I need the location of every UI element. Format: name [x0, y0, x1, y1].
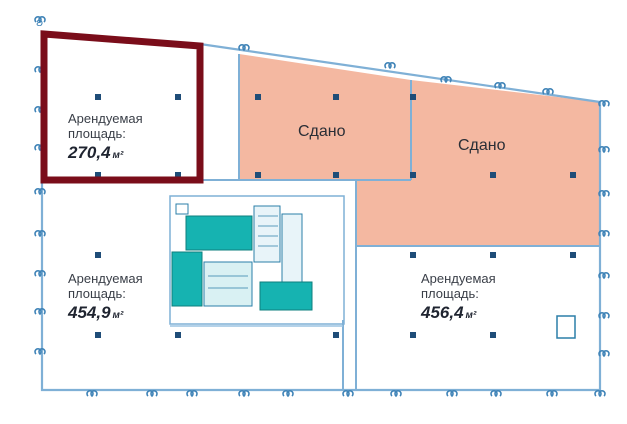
building-core — [169, 195, 345, 325]
window-mark-icon — [598, 146, 610, 154]
window-mark-icon — [34, 348, 46, 356]
unit-e-status: Сдано — [458, 137, 506, 154]
window-mark-icon — [342, 390, 354, 398]
unit-c-unit: м² — [465, 310, 477, 321]
window-mark-icon — [598, 350, 610, 358]
window-mark-icon — [494, 82, 506, 90]
unit-b-title-line1: Арендуемая — [68, 271, 143, 286]
window-mark-icon — [390, 390, 402, 398]
unit-c-title-line1: Арендуемая — [421, 271, 496, 286]
window-mark-icon — [598, 100, 610, 108]
window-mark-icon — [598, 312, 610, 320]
window-mark-icon — [34, 16, 46, 24]
selected-unit-outline[interactable] — [40, 30, 204, 184]
window-mark-icon — [34, 308, 46, 316]
unit-a-title-line2: площадь: — [68, 126, 126, 141]
unit-b-unit: м² — [112, 310, 124, 321]
window-mark-icon — [440, 76, 452, 84]
rented-unit-left[interactable] — [239, 54, 411, 180]
unit-a-unit: м² — [112, 150, 124, 161]
window-mark-icon — [238, 44, 250, 52]
fixture-box — [556, 315, 576, 339]
unit-a-area: 270,4 — [68, 143, 111, 162]
unit-d-status: Сдано — [298, 123, 346, 140]
window-mark-icon — [446, 390, 458, 398]
window-mark-icon — [34, 188, 46, 196]
rented-unit-right[interactable] — [356, 80, 600, 246]
window-mark-icon — [594, 390, 606, 398]
window-mark-icon — [490, 390, 502, 398]
unit-b-title-line2: площадь: — [68, 286, 126, 301]
unit-c-title-line2: площадь: — [421, 286, 479, 301]
window-mark-icon — [34, 270, 46, 278]
unit-c-area: 456,4 — [421, 303, 464, 322]
window-mark-icon — [598, 230, 610, 238]
unit-a-title-line1: Арендуемая — [68, 111, 143, 126]
window-mark-icon — [546, 390, 558, 398]
unit-b-area: 454,9 — [68, 303, 111, 322]
window-mark-icon — [598, 272, 610, 280]
window-mark-icon — [598, 190, 610, 198]
window-mark-icon — [86, 390, 98, 398]
window-mark-icon — [238, 390, 250, 398]
columns — [95, 94, 576, 338]
window-mark-icon — [542, 88, 554, 96]
window-mark-icon — [186, 390, 198, 398]
window-mark-icon — [384, 62, 396, 70]
window-mark-icon — [146, 390, 158, 398]
window-mark-icon — [34, 230, 46, 238]
window-mark-icon — [282, 390, 294, 398]
